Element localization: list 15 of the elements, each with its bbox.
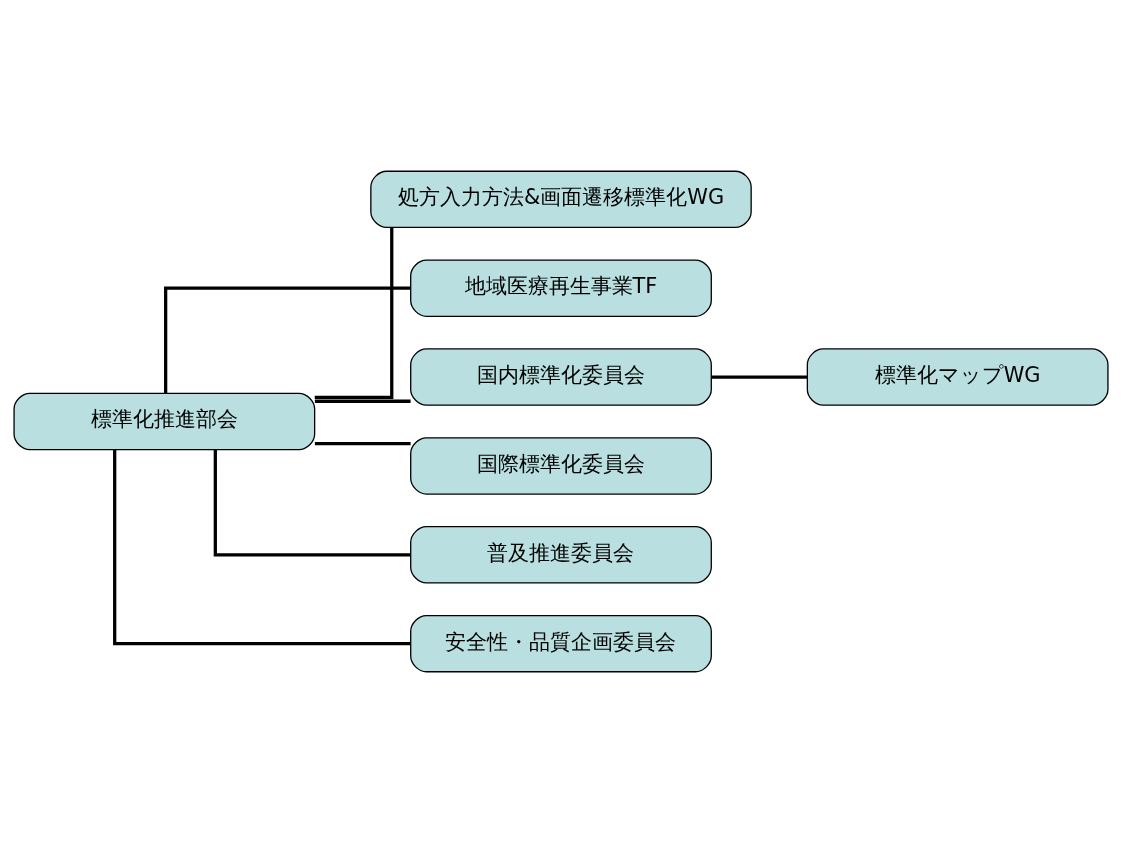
connector — [711, 374, 808, 379]
node-box: 標準化マップWG — [806, 347, 1109, 406]
node-box: 地域医療再生事業TF — [410, 258, 712, 317]
connector — [113, 449, 411, 645]
node-box: 国際標準化委員会 — [410, 436, 712, 495]
connector — [213, 449, 411, 556]
connector — [314, 399, 411, 403]
node-box: 安全性・品質企画委員会 — [410, 614, 712, 672]
node-box: 国内標準化委員会 — [410, 347, 712, 406]
node-box: 処方入力方法&画面遷移標準化WG — [370, 170, 752, 228]
node-box: 普及推進委員会 — [410, 525, 712, 584]
connector — [164, 286, 411, 393]
connector — [314, 441, 411, 445]
connector — [314, 227, 394, 399]
node-box: 標準化推進部会 — [13, 392, 316, 450]
